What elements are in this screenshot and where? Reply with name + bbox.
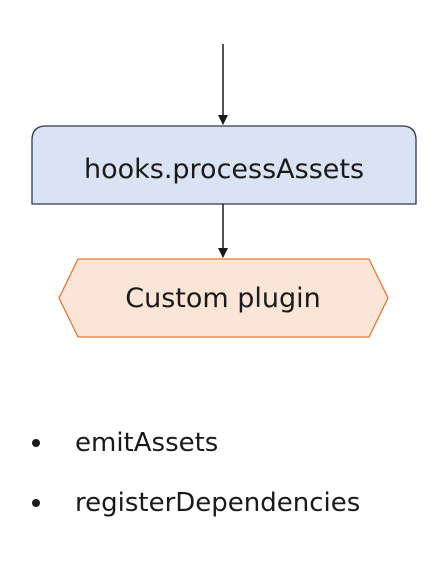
custom-plugin-hexagon [58, 258, 389, 338]
process-assets-node: hooks.processAssets [31, 125, 417, 205]
bullet-icon [32, 499, 40, 507]
list-item-text: emitAssets [75, 428, 219, 458]
list-item-text: registerDependencies [75, 488, 361, 518]
process-assets-box [31, 125, 417, 205]
bullet-icon [32, 439, 40, 447]
custom-plugin-label: Custom plugin [125, 283, 321, 314]
process-assets-label: hooks.processAssets [84, 154, 364, 185]
custom-plugin-node: Custom plugin [58, 258, 389, 338]
